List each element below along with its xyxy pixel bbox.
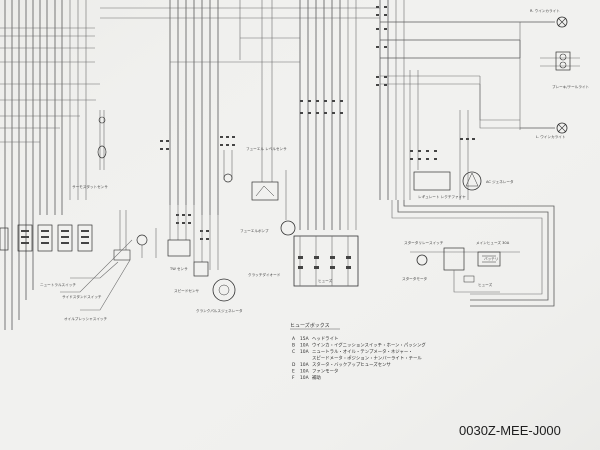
side-stand-label: サイドスタンドスイッチ — [62, 294, 102, 299]
left-harness — [0, 0, 100, 330]
l-turn-light: L. ウインカライト — [536, 122, 568, 139]
fuse-row-amp: 15A — [300, 336, 309, 342]
fuse-small-label: ヒューズ — [318, 278, 333, 283]
connector-pins — [160, 6, 475, 240]
fuse-row-id: F — [292, 375, 295, 381]
clutch-diode-label: クラッチダイオード — [248, 272, 281, 277]
starter-motor-label: スタータモータ — [402, 276, 428, 281]
center-bulb — [223, 150, 233, 183]
center-fuse-box: クラッチダイオード ヒューズ — [248, 235, 359, 287]
oil-pressure-label: オイルプレッシャスイッチ — [64, 316, 108, 321]
fuel-level-label: フューエル レベルセンサ — [246, 146, 287, 151]
brake-tail-light-label: ブレーキ/テールライト — [552, 84, 590, 89]
tw-sensor-label: TW センサ — [169, 266, 188, 271]
left-switches: ニュートラルスイッチ サイドスタンドスイッチ オイルプレッシャスイッチ — [0, 210, 157, 321]
neutral-switch-label: ニュートラルスイッチ — [40, 282, 76, 287]
starter-relay-label: スタータリレースイッチ — [404, 240, 444, 245]
crank-pulse-label: クランクパルスジェネレータ — [196, 308, 243, 313]
horn-sensor: サーモスタットセンサ — [72, 110, 108, 189]
fuse-row-text: ヘッドライト — [312, 336, 338, 342]
top-center-harness — [100, 0, 380, 230]
battery-label: バッテリ — [484, 256, 498, 261]
r-turn-light: R. ウインカライト — [530, 8, 568, 28]
fuse-row-id: A — [292, 336, 295, 342]
fuse-row-id: E — [292, 369, 295, 375]
fuse-row-text: ファンモータ — [312, 368, 338, 375]
fuse-row-id: B — [292, 343, 295, 349]
fuse-row-amp: 10A — [300, 369, 309, 375]
warm-sensor-label: サーモスタットセンサ — [72, 184, 108, 189]
fuse-row-text: スタータ・バックアップヒューズセンサ — [312, 361, 391, 368]
ac-generator-label: AC ジェネレータ — [486, 179, 514, 184]
fuse-row-id: D — [292, 362, 296, 368]
lower-sensors: TW センサ スピードセンサ クランクパルスジェネレータ — [167, 205, 243, 313]
starter-block: スタータリレースイッチ メインヒューズ 30A バッテリ ヒューズ スタータモー… — [402, 240, 520, 293]
part-number: 0030Z-MEE-J000 — [459, 423, 561, 438]
fuse-row-amp: 10A — [300, 375, 309, 381]
fuse-row-amp: 10A — [300, 343, 309, 349]
fuel-pump-label: フューエルポンプ — [240, 228, 269, 233]
speed-sensor-label: スピードセンサ — [174, 288, 200, 293]
fuse-row-id: C — [292, 349, 295, 355]
fuel-level-sensor: フューエル レベルセンサ — [246, 146, 287, 201]
fuse-row-text: ウインカ・イグニッションスイッチ・ホーン・パッシング — [312, 342, 426, 349]
main-fuse-label: メインヒューズ 30A — [476, 240, 510, 245]
regulator-label: レギュレート レクチファイヤ — [418, 194, 466, 199]
fuse-row-text: 補助 — [312, 374, 321, 381]
fuse-row-text: ニュートラル・オイル・テンプメータ・ネジャー・ — [312, 348, 413, 355]
brake-tail-light: ブレーキ/テールライト — [552, 51, 590, 89]
fuse-row-amp: 10A — [300, 362, 309, 368]
fuse-row-amp: 10A — [300, 349, 309, 355]
fuel-pump: フューエルポンプ — [240, 170, 296, 236]
right-top-harness — [379, 0, 580, 200]
ac-generator: AC ジェネレータ — [462, 171, 514, 191]
fuse-row-text: スピードメータ・ポジション・ナンバーライト・テール — [312, 355, 422, 362]
regulator-rectifier: レギュレート レクチファイヤ — [413, 171, 466, 199]
fuse-box-title: ヒューズボックス — [290, 322, 330, 329]
right-loop-harness — [391, 200, 555, 307]
l-turn-light-label: L. ウインカライト — [536, 134, 566, 139]
r-turn-light-label: R. ウインカライト — [530, 8, 560, 13]
fuse-box-small-label: ヒューズ — [478, 282, 493, 287]
